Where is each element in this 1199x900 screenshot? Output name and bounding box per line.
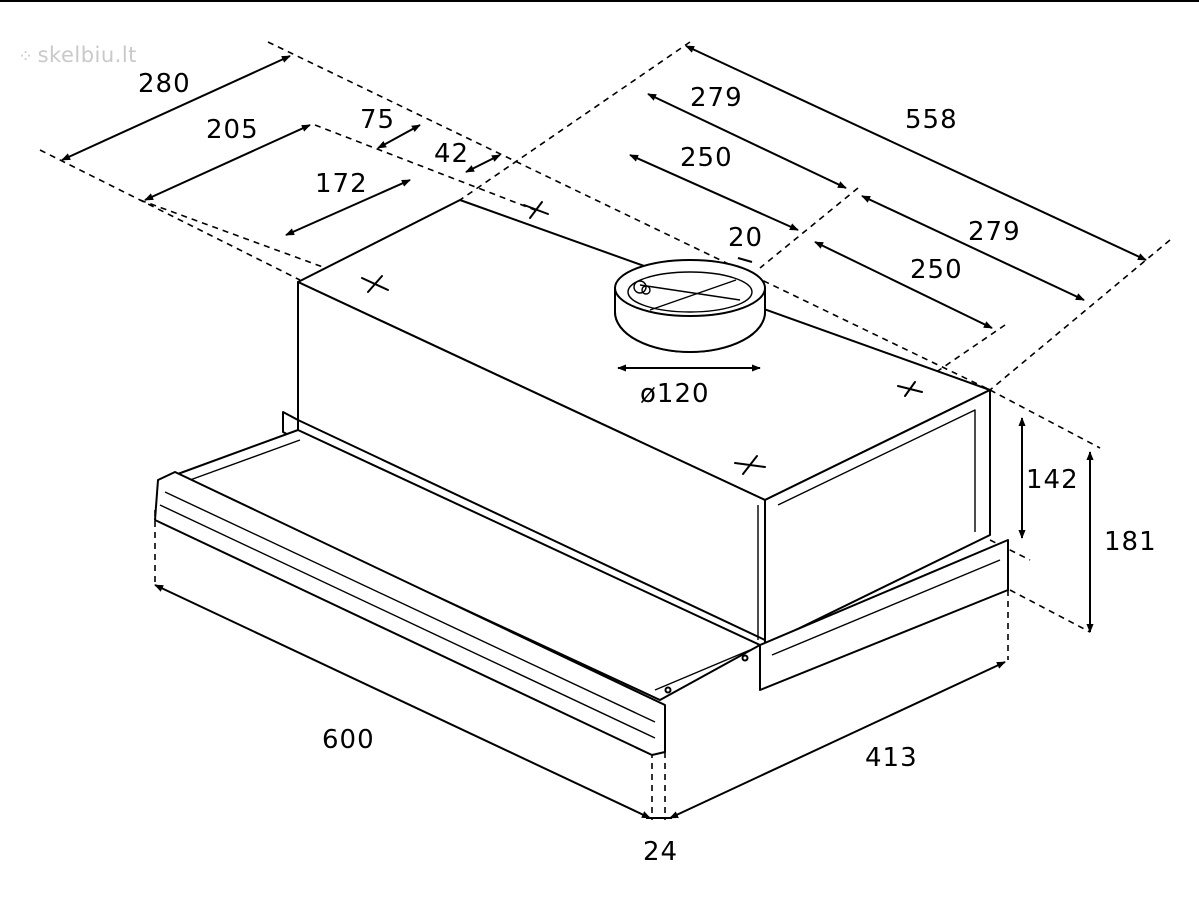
dim-line-42 bbox=[465, 154, 501, 173]
hood-body bbox=[154, 199, 1009, 756]
extension-lines bbox=[39, 41, 1171, 820]
ext-line-181-bottom bbox=[1009, 589, 1091, 633]
duct-collar bbox=[614, 259, 766, 353]
ext-line-558-left bbox=[459, 41, 691, 201]
label-250-rear: 250 bbox=[680, 143, 733, 173]
label-279-front: 279 bbox=[968, 217, 1021, 247]
dim-line-413 bbox=[669, 661, 1006, 819]
rail-screw-2 bbox=[741, 654, 749, 662]
dim-line-75 bbox=[377, 124, 421, 149]
dim-line-250-front bbox=[814, 241, 993, 329]
mount-marker-1 bbox=[361, 275, 389, 293]
label-250-front: 250 bbox=[910, 255, 963, 285]
label-142: 142 bbox=[1026, 465, 1079, 495]
label-181: 181 bbox=[1104, 527, 1157, 557]
dim-line-279-rear bbox=[647, 93, 847, 189]
label-42: 42 bbox=[434, 139, 469, 169]
dim-line-279-front bbox=[861, 195, 1085, 301]
right-face bbox=[764, 389, 991, 646]
mount-marker-3 bbox=[897, 381, 923, 397]
label-280: 280 bbox=[138, 69, 191, 99]
label-413: 413 bbox=[865, 743, 918, 773]
dots-logo-icon: ⁘ bbox=[18, 46, 34, 67]
mount-marker-4 bbox=[734, 455, 766, 475]
ext-line-left-outer bbox=[39, 149, 301, 281]
label-24: 24 bbox=[643, 837, 678, 867]
mount-marker-2 bbox=[523, 201, 549, 219]
label-558: 558 bbox=[905, 105, 958, 135]
label-75: 75 bbox=[360, 105, 395, 135]
lower-case-inner-line bbox=[771, 559, 1001, 656]
ext-line-181-top bbox=[989, 389, 1101, 449]
drawer-rail-left bbox=[189, 439, 301, 481]
label-20: 20 bbox=[728, 223, 763, 253]
dim-line-600 bbox=[154, 584, 651, 819]
dimension-labels: 280 205 172 75 42 558 279 279 250 250 20… bbox=[138, 69, 1157, 867]
dim-line-250-rear bbox=[629, 154, 799, 231]
ext-line-rear-edge bbox=[267, 41, 991, 391]
label-205: 205 bbox=[206, 115, 259, 145]
mount-markers bbox=[361, 201, 923, 475]
ext-line-558-right bbox=[989, 239, 1171, 391]
label-diameter-120: ø120 bbox=[640, 379, 710, 409]
dimension-lines bbox=[61, 45, 1147, 819]
ext-line-142-bottom bbox=[989, 539, 1031, 561]
top-border-line bbox=[0, 0, 1199, 2]
dim-line-205 bbox=[144, 124, 311, 201]
dim-line-20 bbox=[737, 257, 753, 263]
dim-line-172 bbox=[285, 179, 411, 236]
ext-line-left-205 bbox=[139, 199, 373, 286]
dim-line-280 bbox=[61, 55, 291, 161]
label-172: 172 bbox=[315, 169, 368, 199]
label-279-rear: 279 bbox=[690, 83, 743, 113]
label-600: 600 bbox=[322, 725, 375, 755]
right-face-inner-edge bbox=[777, 409, 976, 532]
ext-line-250-right bbox=[909, 324, 1006, 391]
